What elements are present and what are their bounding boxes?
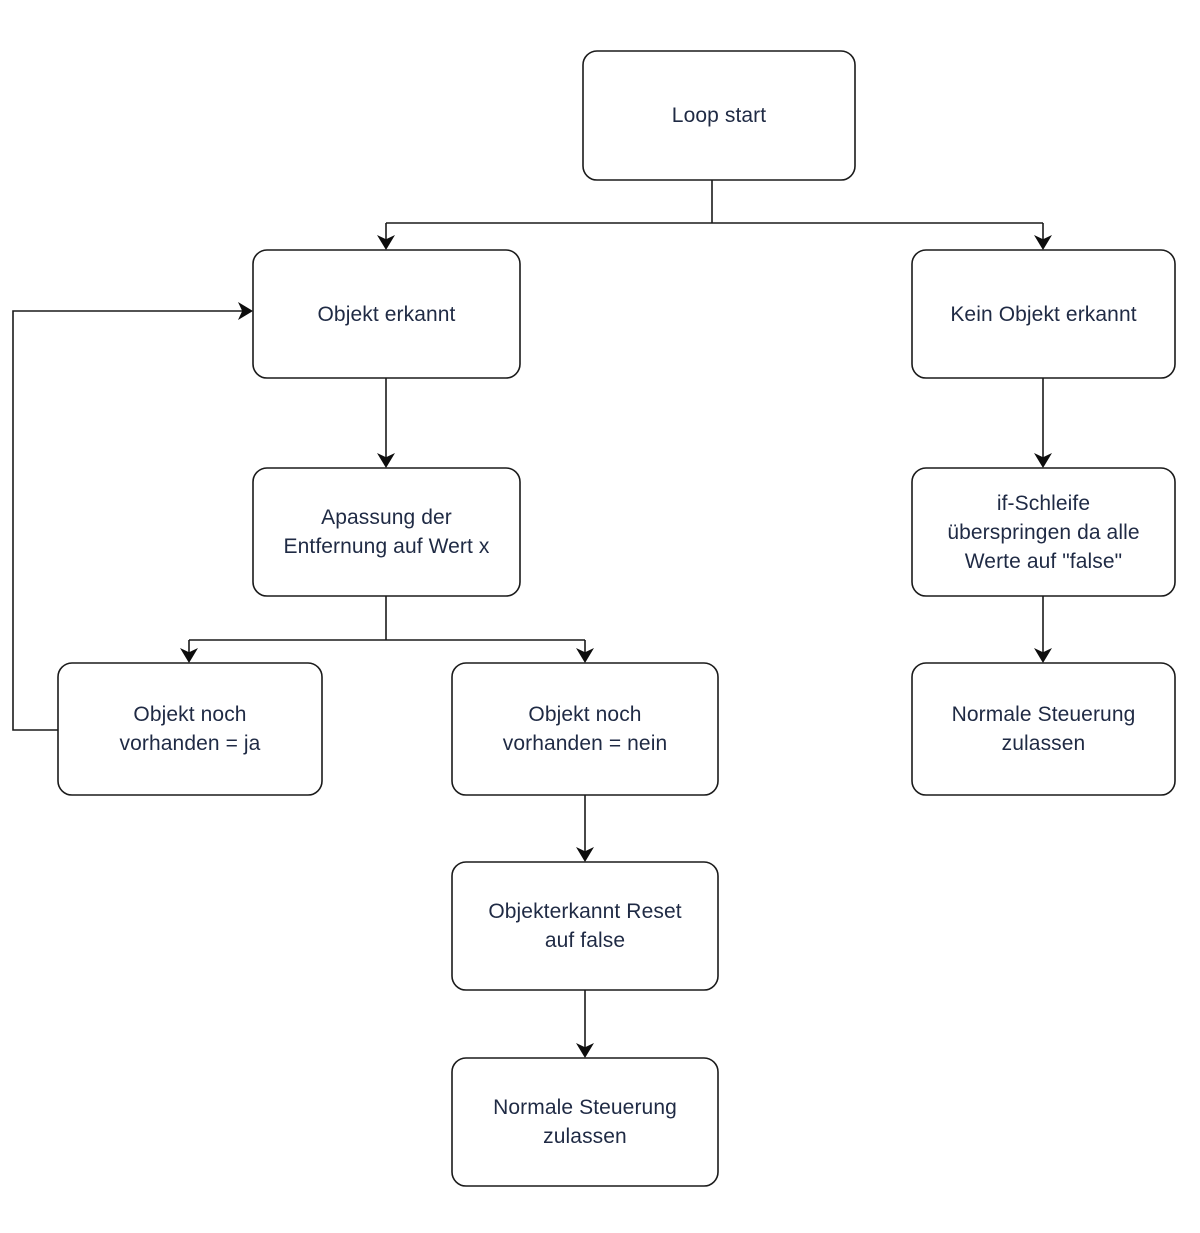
edge-if-schleife-to-normale-steuerung (1034, 596, 1052, 663)
edge-loop-start-to-kein-objekt-erkannt-arrowhead-icon (1034, 235, 1052, 250)
edge-objekt-erkannt-to-apassung (377, 378, 395, 468)
edge-objekt-erkannt-to-apassung-arrowhead-icon (377, 453, 395, 468)
node-box-normale-steuerung-zulassen-rechts[interactable] (911, 662, 1176, 796)
node-box-apassung-entfernung[interactable] (252, 467, 521, 597)
edge-vorhanden-nein-to-objekterkannt-reset-arrowhead-icon (576, 847, 594, 862)
edge-reset-to-normale-steuerung (576, 990, 594, 1058)
edge-loop-start-to-objekt-erkannt-arrowhead-icon (377, 235, 395, 250)
edge-reset-to-normale-steuerung-arrowhead-icon (576, 1043, 594, 1058)
edges-group (12, 180, 1052, 1058)
edge-vorhanden-ja-loop-back-to-objekt-erkannt-line (12, 310, 245, 731)
node-box-objekt-noch-vorhanden-ja[interactable] (57, 662, 323, 796)
node-box-normale-steuerung-zulassen-mitte[interactable] (451, 1057, 719, 1187)
edge-apassung-to-vorhanden-ja-arrowhead-icon (180, 648, 198, 663)
edge-if-schleife-to-normale-steuerung-arrowhead-icon (1034, 648, 1052, 663)
edge-loop-start-to-kein-objekt-erkannt (1034, 223, 1052, 250)
node-box-objekt-erkannt[interactable] (252, 249, 521, 379)
edge-kein-objekt-to-if-schleife-arrowhead-icon (1034, 453, 1052, 468)
node-box-objekt-noch-vorhanden-nein[interactable] (451, 662, 719, 796)
node-box-objekterkannt-reset-auf-false[interactable] (451, 861, 719, 991)
node-box-kein-objekt-erkannt[interactable] (911, 249, 1176, 379)
edge-apassung-to-vorhanden-nein-arrowhead-icon (576, 648, 594, 663)
edge-vorhanden-nein-to-objekterkannt-reset (576, 795, 594, 862)
edge-vorhanden-ja-loop-back-to-objekt-erkannt (12, 302, 253, 731)
edge-apassung-to-vorhanden-nein (576, 640, 594, 663)
edge-vorhanden-ja-loop-back-to-objekt-erkannt-arrowhead-icon (238, 302, 253, 320)
edge-kein-objekt-to-if-schleife (1034, 378, 1052, 468)
edge-apassung-to-vorhanden-ja (180, 640, 198, 663)
nodes-group (57, 50, 1176, 1187)
node-box-loop-start[interactable] (582, 50, 856, 181)
node-box-if-schleife-ueberspringen[interactable] (911, 467, 1176, 597)
edge-loop-start-to-objekt-erkannt (377, 223, 395, 250)
